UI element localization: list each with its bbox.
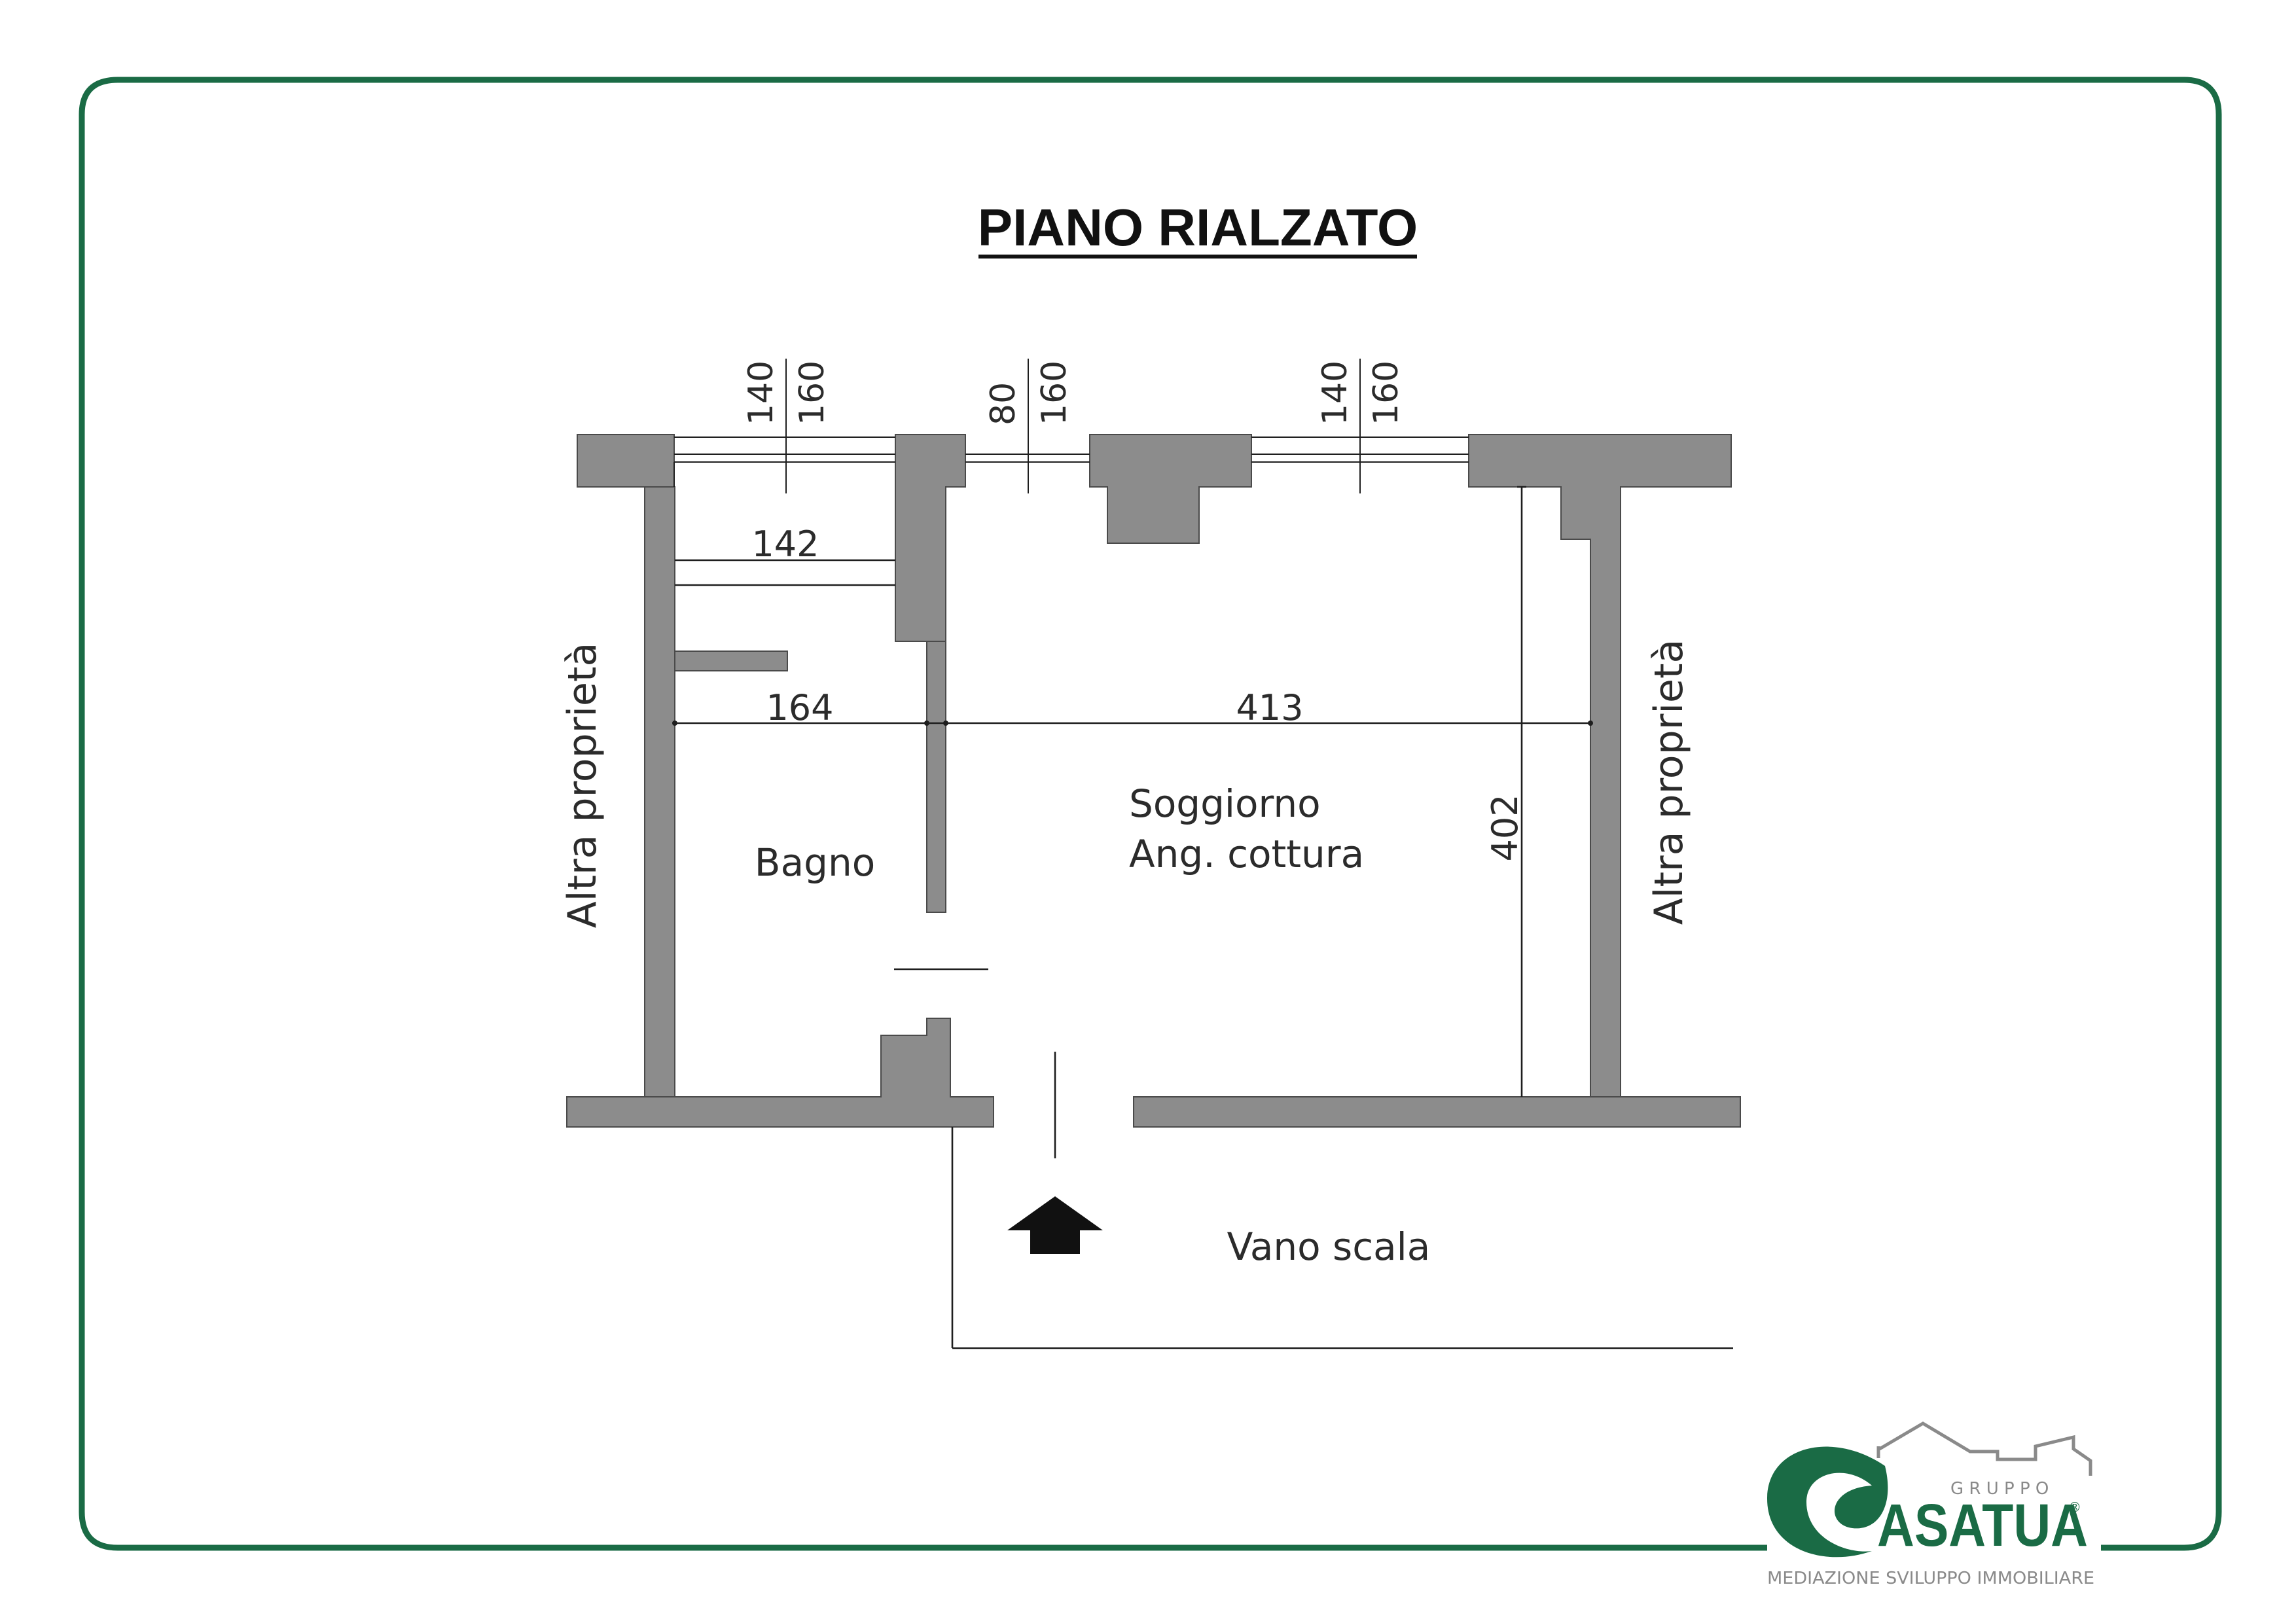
wall-pier-2 [1089,434,1252,544]
room-labels: Altra proprietà Altra proprietà Bagno So… [560,639,1692,1269]
page-title: PIANO RIALZATO [978,198,1418,257]
label-living: Soggiorno [1129,781,1321,826]
house-roofline-icon [1876,1421,2092,1476]
wall-partition-bath [926,641,946,913]
dim-bath-width: 164 [766,687,833,728]
dim-win1-a: 140 [742,361,781,425]
dim-bath-upper: 142 [751,524,819,565]
dimension-lines [672,359,1733,1349]
dim-win3-b: 160 [1367,361,1406,425]
wall-bottom-left [566,1018,994,1128]
label-right-property: Altra proprietà [1646,639,1692,925]
wall-top-left [577,434,675,488]
wall-bath-shelf [674,651,788,671]
dim-win2-b: 160 [1035,361,1074,425]
sheet-frame [79,77,2222,1551]
logo-registered: ® [2068,1499,2081,1515]
entrance-arrow-icon [1007,1196,1103,1254]
windows [673,437,1469,487]
label-left-property: Altra proprietà [560,643,605,929]
dim-win3-a: 140 [1316,361,1355,425]
dim-win2-a: 80 [984,382,1023,425]
logo-group: G R U P P O [1950,1479,2049,1499]
walls [566,434,1741,1128]
wall-left [644,486,675,1097]
label-bathroom: Bagno [755,840,875,885]
dim-depth: 402 [1484,794,1526,861]
logo-swirl [1767,1446,1888,1558]
dimension-labels: 140 160 80 160 140 160 142 164 413 402 [742,361,1526,862]
dim-win1-b: 160 [793,361,832,425]
label-kitchenette: Ang. cottura [1129,832,1364,876]
wall-bottom-right [1133,1096,1741,1128]
logo-tagline: MEDIAZIONE SVILUPPO IMMOBILIARE [1767,1569,2094,1588]
label-stairwell: Vano scala [1227,1224,1431,1269]
logo-word: ASATUA [1877,1492,2088,1559]
company-logo: G R U P P O ASATUA ® MEDIAZIONE SVILUPPO… [1767,1421,2094,1588]
dim-living-width: 413 [1236,687,1303,728]
